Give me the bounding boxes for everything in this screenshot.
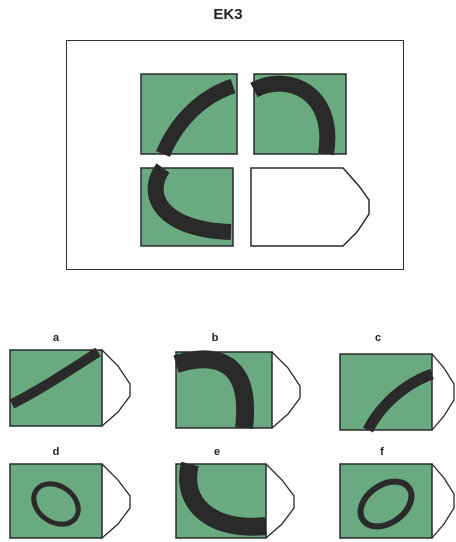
option-d[interactable] [10, 464, 146, 540]
puzzle-tile-bottom-left [141, 168, 233, 246]
puzzle-empty-slot[interactable] [251, 168, 373, 248]
option-e[interactable] [176, 464, 316, 540]
option-label-f: f [372, 446, 392, 458]
option-label-e: e [207, 446, 227, 458]
puzzle-title: EK3 [0, 6, 456, 23]
option-c[interactable] [340, 354, 456, 432]
puzzle-tile-top-left [141, 74, 237, 154]
option-label-c: c [368, 332, 388, 344]
option-a[interactable] [10, 350, 146, 428]
option-b[interactable] [176, 352, 316, 430]
option-label-b: b [205, 332, 225, 344]
puzzle-tile-top-right [254, 74, 346, 154]
option-label-a: a [46, 332, 66, 344]
option-label-d: d [46, 446, 66, 458]
option-f[interactable] [340, 464, 456, 540]
